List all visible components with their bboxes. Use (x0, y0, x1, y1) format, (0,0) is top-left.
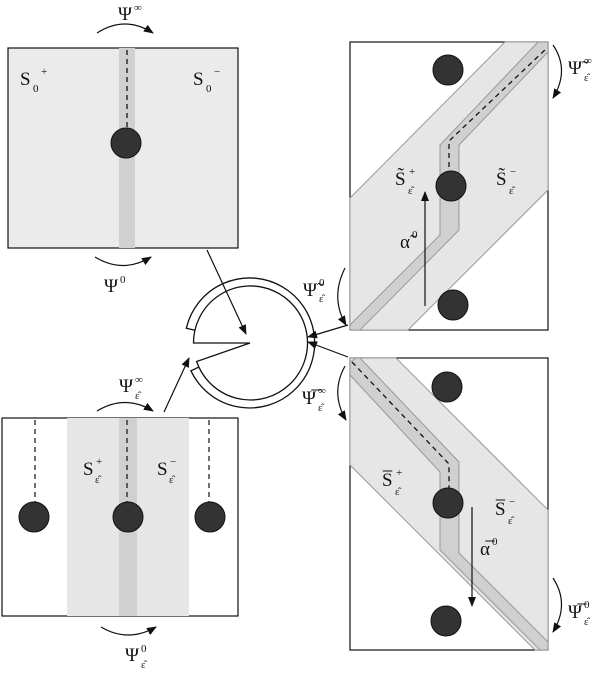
arrow-psi-tilde-zero (337, 267, 347, 326)
math-label-text: 0 (492, 536, 498, 548)
panel-top-right: S̃ + ε̂ S̃ − ε̂ α̃ 0 Ψ̃ ∞ ε̂ Ψ̃ 0 ε̂ (303, 41, 592, 331)
panel-bottom-left: S + ε̂ S − ε̂ Ψ ∞ ε̂ Ψ 0 ε̂ (1, 374, 239, 671)
math-label-text: − (170, 456, 176, 468)
math-label-text: S (20, 69, 31, 90)
math-label-text: − (509, 496, 515, 508)
arrow-psi-bar-infinity (337, 365, 347, 421)
math-label-text: ε̂ (509, 185, 516, 197)
math-label-text: ε̂ (408, 185, 415, 197)
connector-top-right (307, 324, 349, 339)
math-label-text: ∞ (134, 2, 142, 14)
inner-sector (192, 285, 309, 401)
label-psi-bar-zero: Ψ̅ 0 ε̂ (568, 599, 591, 628)
math-label-text: − (214, 66, 220, 78)
sector-label-s-tilde-plus: S̃ + ε̂ (395, 166, 415, 197)
sector-label-s0-minus: S 0 − (193, 66, 220, 95)
arrow-psi-infinity (96, 23, 154, 34)
label-psi-eps-zero: Ψ 0 ε̂ (125, 643, 148, 671)
sector-label-s-bar-plus: S̅ + ε̂ (382, 467, 402, 498)
math-label-text: Ψ (118, 4, 132, 25)
panel-bottom-right: S̅ + ε̂ S̅ − ε̂ α̅ 0 Ψ̅ ∞ ε̂ Ψ̅ 0 ε̂ (302, 357, 591, 651)
math-label-text: ε̂ (395, 486, 402, 498)
math-label-text: 0 (412, 229, 418, 241)
arrow-psi-zero (94, 256, 152, 267)
math-label-text: Ψ (125, 645, 139, 666)
arrow-psi-bar-zero (552, 577, 563, 633)
singular-point-disk-right (194, 501, 226, 533)
math-label-text: ∞ (135, 374, 143, 386)
math-label-text: ε̂ (584, 72, 591, 84)
math-label-text: Ψ (119, 376, 133, 397)
math-label-text: S (83, 459, 94, 480)
connector-bottom-left (163, 357, 190, 413)
label-psi-zero: Ψ 0 (104, 274, 126, 297)
math-label-text: ∞ (584, 55, 592, 67)
math-label-text: ε̂ (584, 616, 591, 628)
label-psi-tilde-infinity: Ψ̃ ∞ ε̂ (568, 55, 592, 84)
sector-label-s-eps-plus: S + ε̂ (83, 456, 102, 486)
dashed-cut (448, 47, 548, 176)
label-psi-bar-infinity: Ψ̅ ∞ ε̂ (302, 385, 326, 414)
singular-point-disk-top (432, 54, 464, 86)
math-label-text: + (396, 467, 402, 479)
singular-point-disk-center (435, 170, 467, 202)
math-label-text: ε̂ (95, 474, 102, 486)
math-label-text: + (409, 166, 415, 178)
math-label-text: S̅ (495, 499, 506, 520)
math-label-text: ε̂ (135, 390, 142, 402)
sector-label-s-bar-minus: S̅ − ε̂ (495, 496, 515, 527)
singular-point-disk-left (18, 501, 50, 533)
singular-point-disk-bottom (437, 289, 469, 321)
math-label-text: ε̂ (318, 402, 325, 414)
label-psi-infinity: Ψ ∞ (118, 2, 142, 25)
arrow-psi-eps-zero (100, 626, 157, 636)
math-label-text: 0 (319, 277, 325, 289)
singular-point-disk-center (112, 501, 144, 533)
label-psi-eps-infinity: Ψ ∞ ε̂ (119, 374, 143, 402)
math-label-text: ε̂ (508, 515, 515, 527)
singular-point-disk-bottom (430, 605, 462, 637)
math-label-text: 0 (206, 83, 212, 95)
sector-label-s0-plus: S 0 + (20, 66, 47, 95)
math-label-text: 0 (33, 83, 39, 95)
math-label-text: Ψ (104, 276, 118, 297)
label-psi-tilde-zero: Ψ̃ 0 ε̂ (303, 277, 326, 305)
singular-point-disk-center (432, 487, 464, 519)
dashed-cut (351, 361, 450, 490)
math-label-text: ∞ (318, 385, 326, 397)
math-label-text: S (193, 69, 204, 90)
arrow-psi-tilde-infinity (552, 44, 563, 99)
math-label-text: ε̂ (141, 659, 148, 671)
connector-bottom-right (307, 341, 349, 358)
math-label-text: + (41, 66, 47, 78)
singular-point-disk-top (431, 371, 463, 403)
math-label-text: ε̂ (169, 474, 176, 486)
math-label-text: S̃ (496, 167, 507, 190)
math-label-text: − (510, 166, 516, 178)
math-label-text: 0 (120, 274, 126, 286)
math-label-text: ε̂ (319, 293, 326, 305)
panel-top-left: S 0 + S 0 − Ψ ∞ Ψ 0 (7, 2, 239, 297)
central-sector-disk (185, 277, 316, 409)
math-label-text: S̃ (395, 167, 406, 190)
math-label-text: 0 (584, 599, 590, 611)
math-label-text: 0 (141, 643, 147, 655)
math-label-text: + (96, 456, 102, 468)
sector-label-s-tilde-minus: S̃ − ε̂ (496, 166, 516, 197)
connector-top-left (206, 249, 247, 335)
arrow-psi-eps-infinity (96, 401, 154, 412)
math-label-text: S (157, 459, 168, 480)
singular-point-disk (110, 127, 142, 159)
sector-label-s-eps-minus: S − ε̂ (157, 456, 176, 486)
math-label-text: S̅ (382, 470, 393, 491)
